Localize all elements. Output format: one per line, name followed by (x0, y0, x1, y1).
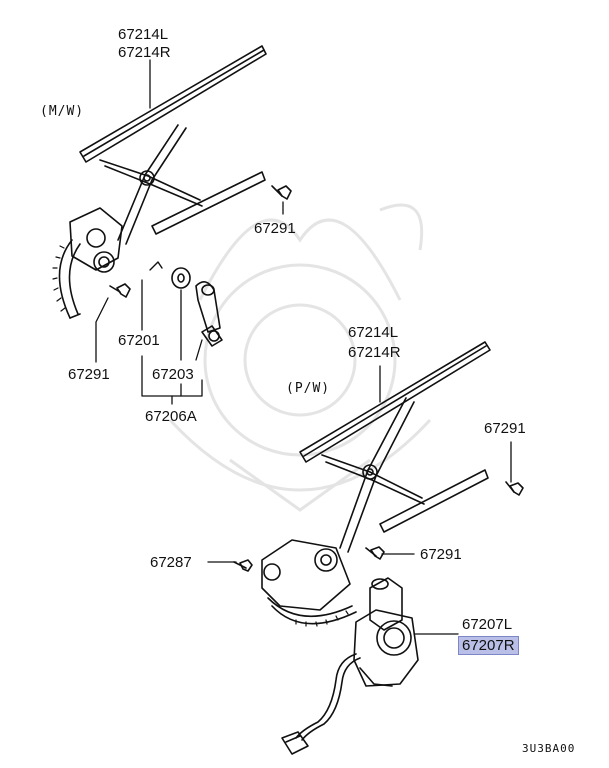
label-67287: 67287 (150, 554, 192, 571)
power-regulator-assembly (233, 341, 524, 755)
label-67206A: 67206A (145, 408, 197, 425)
label-67291-b: 67291 (68, 366, 110, 383)
top-leader-lines (95, 59, 284, 405)
label-mw-note: (M/W) (40, 104, 85, 119)
label-67214R-bottom: 67214R (348, 344, 401, 361)
label-67214L-top: 67214L (118, 26, 169, 43)
label-67291-c: 67291 (484, 420, 526, 437)
label-67201: 67201 (118, 332, 160, 349)
label-67207L: 67207L (462, 616, 513, 633)
label-67291-a: 67291 (254, 220, 296, 237)
label-67207R-highlighted[interactable]: 67207R (458, 636, 519, 655)
label-67214R-top: 67214R (118, 44, 171, 61)
manual-regulator-assembly (52, 45, 292, 347)
label-67214L-bottom: 67214L (348, 324, 399, 341)
bottom-leader-lines (207, 365, 512, 635)
label-67203: 67203 (152, 366, 194, 383)
label-67291-d: 67291 (420, 546, 462, 563)
label-pw-note: (P/W) (286, 381, 331, 396)
samurai-watermark (168, 203, 432, 512)
diagram-code: 3U3BA00 (522, 742, 576, 755)
